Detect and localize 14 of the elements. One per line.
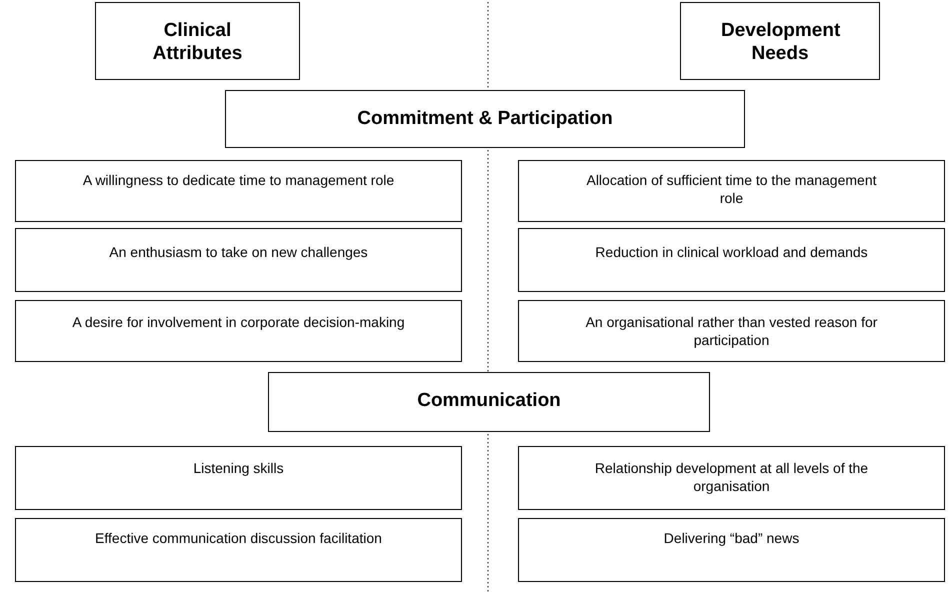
text-box: Allocation of sufficient time to the management role (518, 160, 945, 222)
text-box: A desire for involvement in corporate decision-making (15, 300, 462, 362)
heading-box: Commitment & Participation (225, 90, 745, 148)
text-box: An enthusiasm to take on new challenges (15, 228, 462, 292)
text-box: Reduction in clinical workload and demands (518, 228, 945, 292)
text-box: Effective communication discussion facilitation (15, 518, 462, 582)
heading-box: Development Needs (680, 2, 880, 80)
heading-box: Communication (268, 372, 710, 432)
text-box: Delivering “bad” news (518, 518, 945, 582)
text-box: An organisational rather than vested reason for participation (518, 300, 945, 362)
text-box: Relationship development at all levels of the organisation (518, 446, 945, 510)
text-box: A willingness to dedicate time to management role (15, 160, 462, 222)
heading-box: Clinical Attributes (95, 2, 300, 80)
text-box: Listening skills (15, 446, 462, 510)
